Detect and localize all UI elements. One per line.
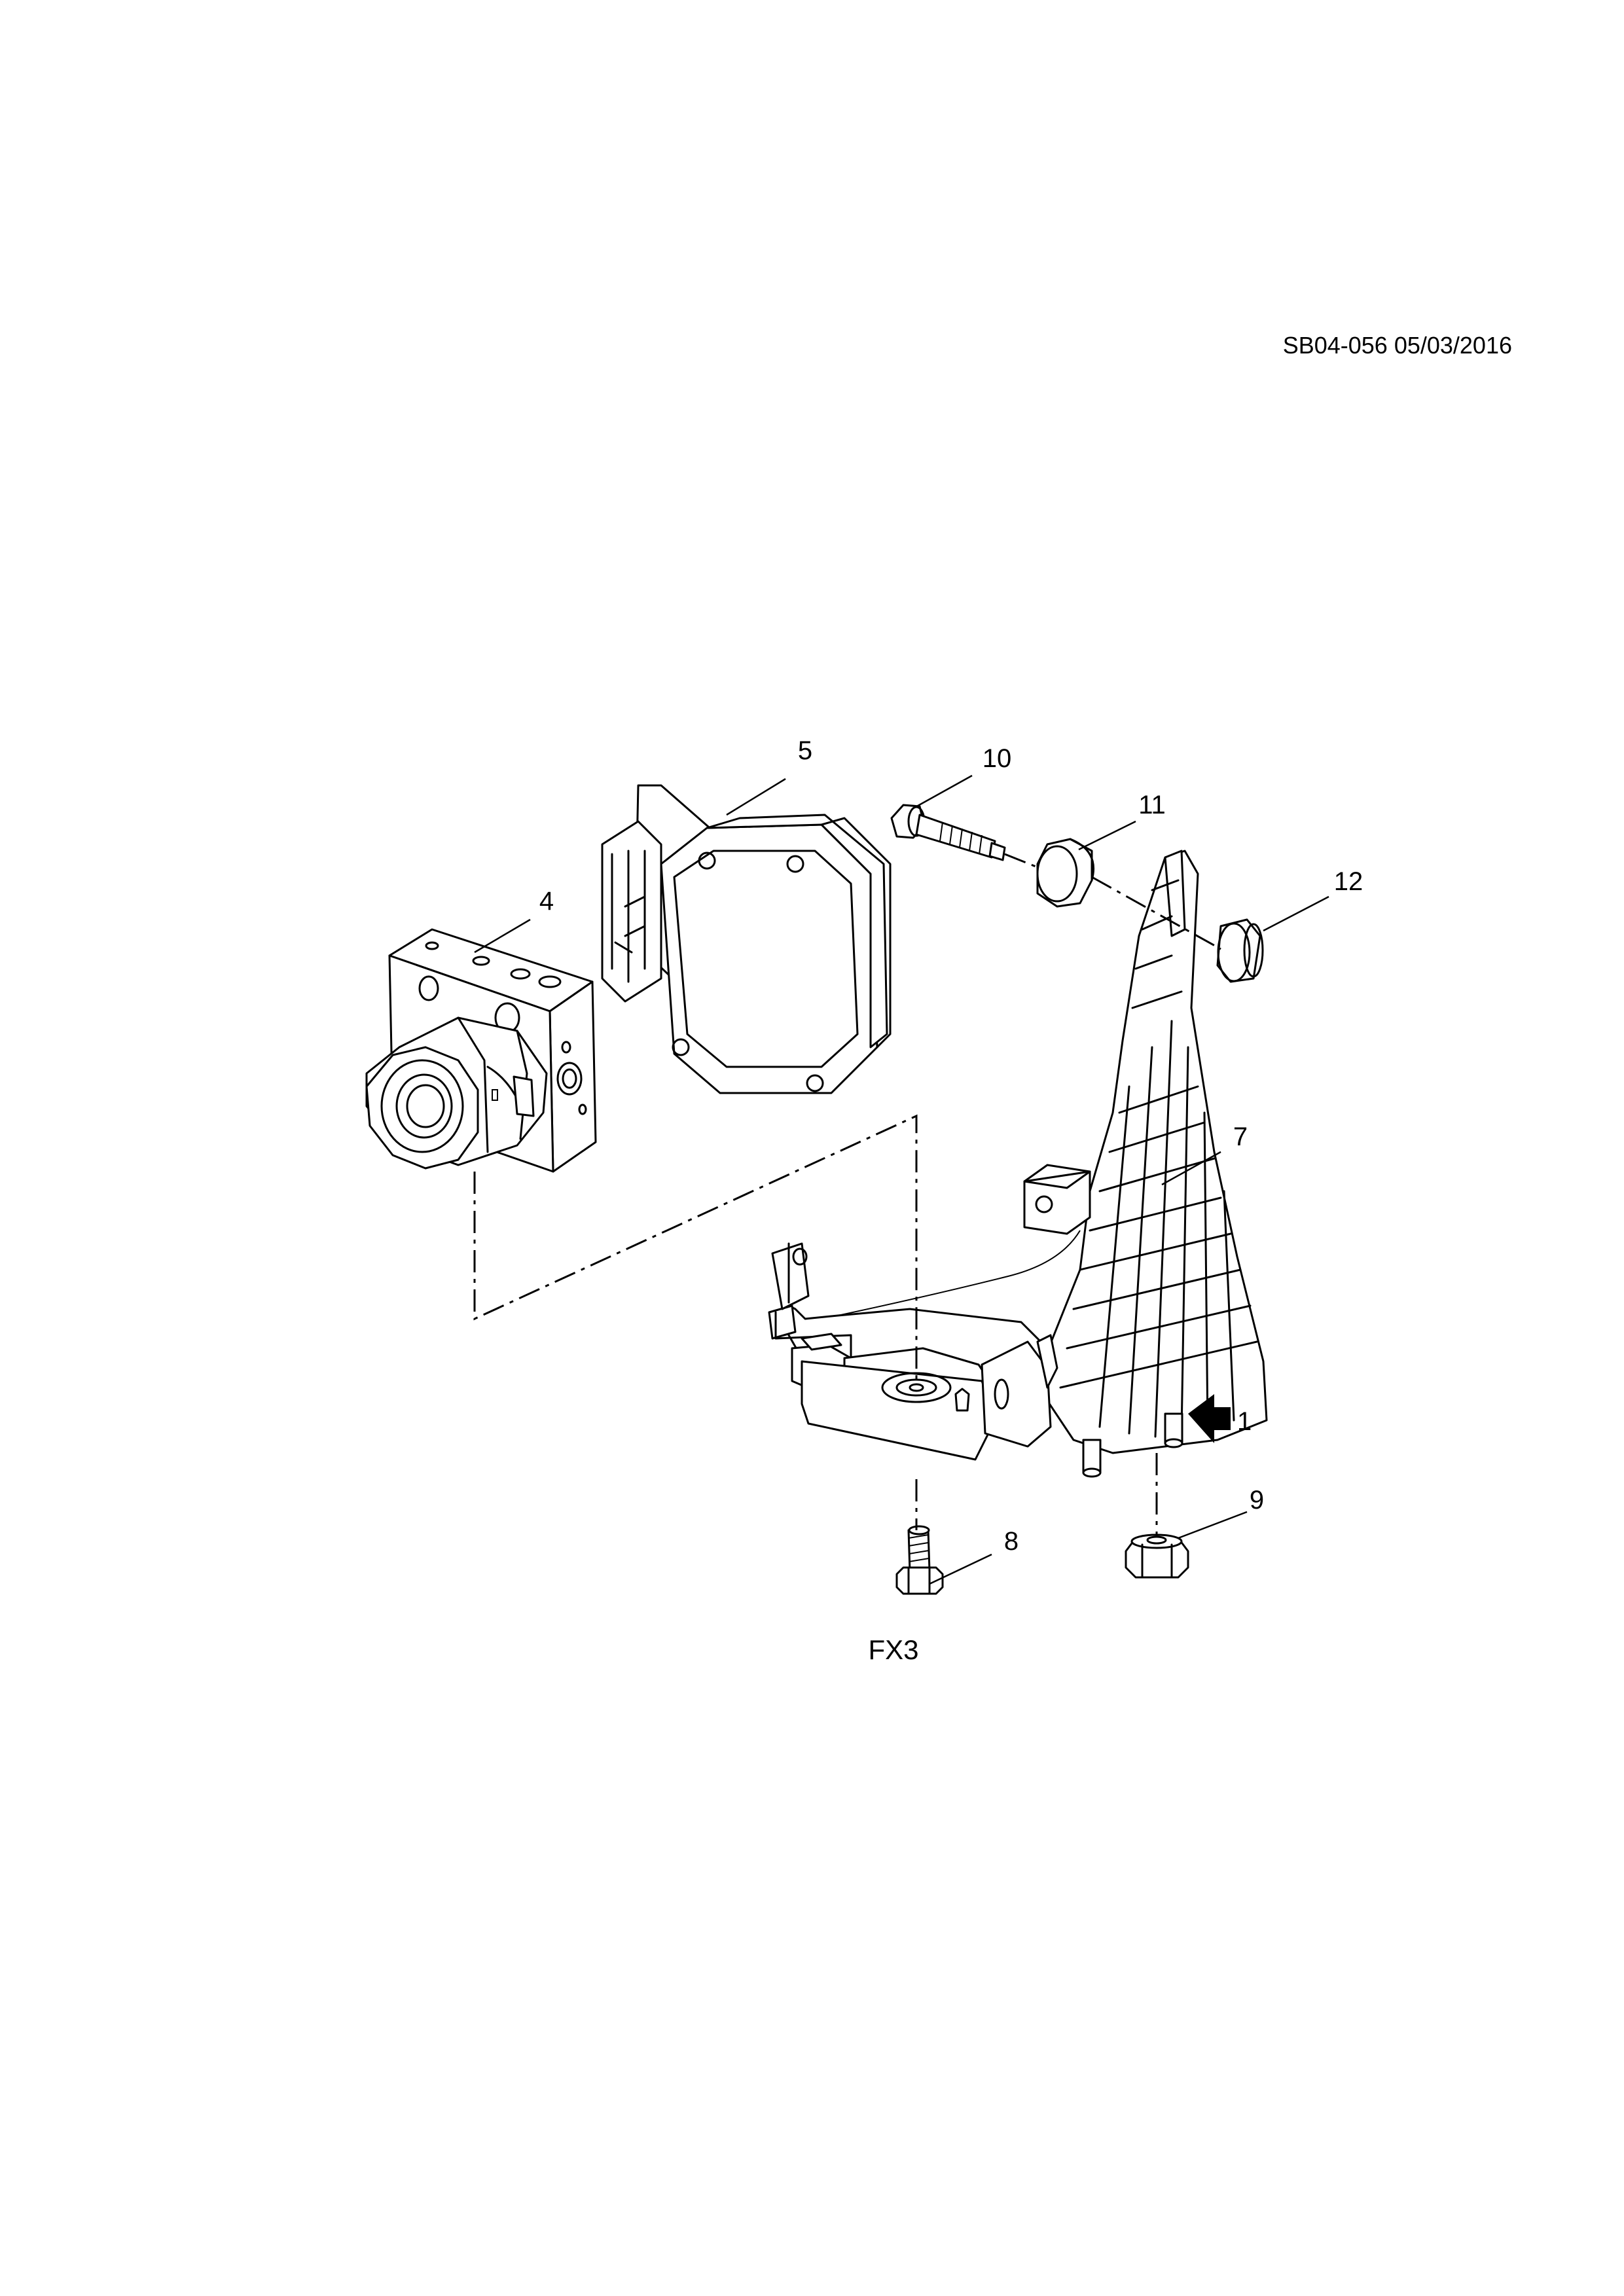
direction-arrow-icon: [1188, 1394, 1231, 1443]
part-5-ecu-module: [601, 784, 892, 1094]
leader-lines: [474, 774, 1329, 1585]
callout-11: 11: [1138, 791, 1166, 819]
sheet-code: SB04-056 05/03/2016: [1283, 332, 1512, 359]
callout-4: 4: [539, 887, 554, 916]
part-10-bolt: [890, 804, 1006, 861]
callout-10: 10: [983, 744, 1012, 773]
callout-9: 9: [1250, 1486, 1264, 1515]
part-9-flange-nut: [1125, 1534, 1189, 1579]
callout-7: 7: [1233, 1122, 1248, 1151]
bracket-rib-grid: [1059, 879, 1258, 1438]
callout-labels: 5 10 11 12 4 7 1 8 9: [539, 736, 1363, 1556]
part-4-abs-hydraulic-unit: [365, 928, 597, 1173]
callout-1: 1: [1237, 1407, 1252, 1436]
callout-5: 5: [798, 736, 812, 765]
callout-8: 8: [1004, 1527, 1019, 1556]
diagram-caption: FX3: [868, 1634, 918, 1665]
part-12-bushing: [1216, 918, 1264, 983]
assembly-centerlines: [473, 853, 1221, 1535]
part-11-grommet: [1036, 838, 1095, 908]
part-7-mounting-bracket: [768, 850, 1268, 1478]
part-8-stud-bolt: [895, 1525, 944, 1595]
callout-12: 12: [1334, 867, 1363, 896]
